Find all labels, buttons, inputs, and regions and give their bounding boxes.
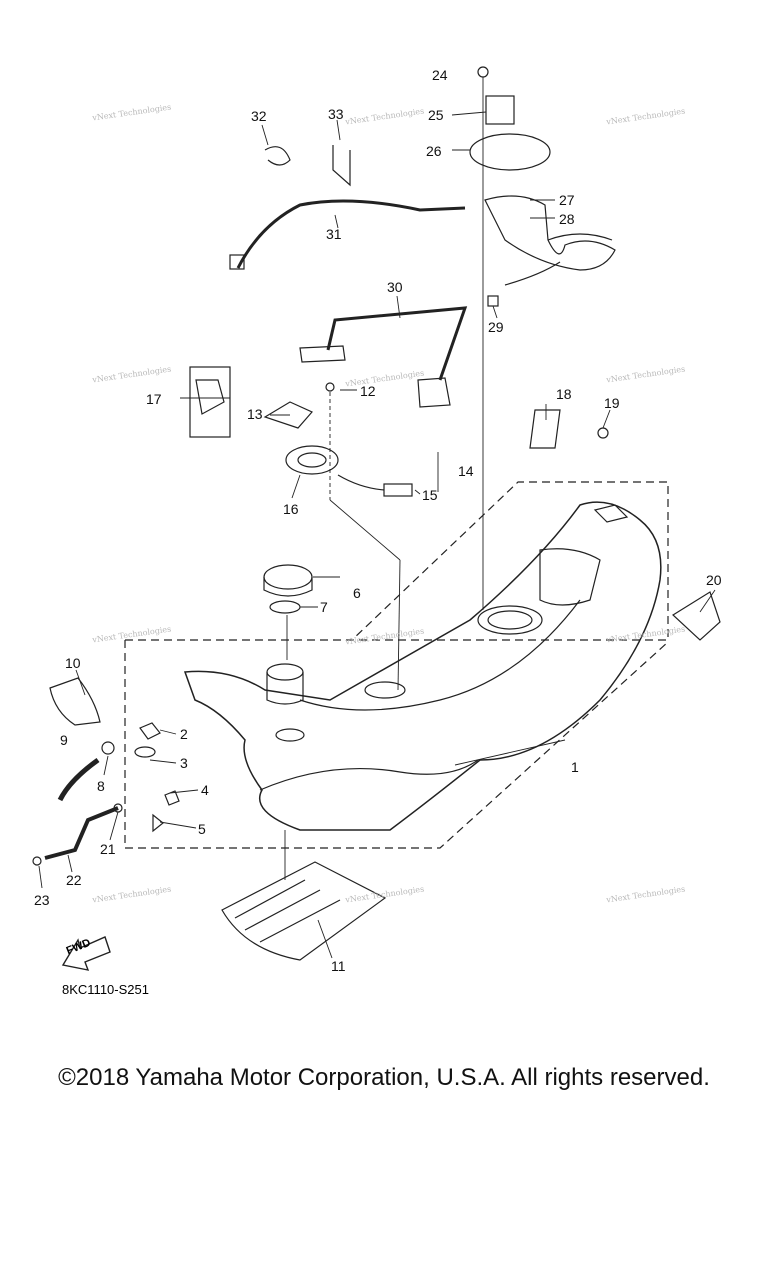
fitting (139, 722, 161, 740)
part-label-13: 13 (247, 406, 263, 422)
level-sensor (285, 445, 339, 475)
sensor-gasket (263, 401, 313, 429)
part-label-30: 30 (387, 279, 403, 295)
part-label-7: 7 (320, 599, 328, 615)
tank-dashed-outline (124, 481, 669, 849)
fuel-cap (263, 564, 313, 590)
pump-cover (485, 95, 515, 125)
part-label-8: 8 (97, 778, 105, 794)
part-label-10: 10 (65, 655, 81, 671)
part-label-3: 3 (180, 755, 188, 771)
part-label-11: 11 (331, 958, 346, 974)
drawing-code: 8KC1110-S251 (62, 982, 149, 997)
part-label-28: 28 (559, 211, 575, 227)
part-label-20: 20 (706, 572, 722, 588)
part-label-4: 4 (201, 782, 209, 798)
part-label-14: 14 (458, 463, 474, 479)
part-label-25: 25 (428, 107, 444, 123)
forward-arrow (61, 936, 111, 971)
sensor-module (189, 366, 231, 438)
part-label-22: 22 (66, 872, 82, 888)
vent-hose (326, 306, 468, 381)
tank-filler-ring (266, 663, 304, 681)
part-label-23: 23 (34, 892, 50, 908)
fuel-pump (484, 195, 616, 271)
breather-hose (44, 806, 119, 860)
wire-harness (236, 199, 466, 269)
part-label-9: 9 (60, 732, 68, 748)
shim-plate (529, 409, 561, 449)
part-label-6: 6 (353, 585, 361, 601)
part-label-29: 29 (488, 319, 504, 335)
cap-gasket (269, 600, 301, 614)
part-label-18: 18 (556, 386, 572, 402)
pump-opening (477, 605, 543, 635)
part-label-26: 26 (426, 143, 442, 159)
part-label-5: 5 (198, 821, 206, 837)
hose-clip (264, 146, 291, 166)
part-label-24: 24 (432, 67, 448, 83)
part-label-27: 27 (559, 192, 575, 208)
part-label-19: 19 (604, 395, 620, 411)
pump-gasket (469, 133, 551, 171)
part-label-31: 31 (326, 226, 342, 242)
part-label-12: 12 (360, 383, 376, 399)
part-label-2: 2 (180, 726, 188, 742)
wire-clamp (332, 145, 351, 187)
side-pad (49, 677, 101, 726)
part-label-16: 16 (283, 501, 299, 517)
insulator-sheet (221, 861, 387, 961)
part-label-21: 21 (100, 841, 116, 857)
part-label-33: 33 (328, 106, 344, 122)
part-label-15: 15 (422, 487, 438, 503)
drain-tube (57, 757, 100, 802)
part-label-1: 1 (571, 759, 579, 775)
tank-bracket (672, 591, 721, 641)
part-label-17: 17 (146, 391, 162, 407)
fuel-tank (183, 501, 662, 831)
part-label-32: 32 (251, 108, 267, 124)
copyright-notice: ©2018 Yamaha Motor Corporation, U.S.A. A… (58, 1064, 710, 1091)
